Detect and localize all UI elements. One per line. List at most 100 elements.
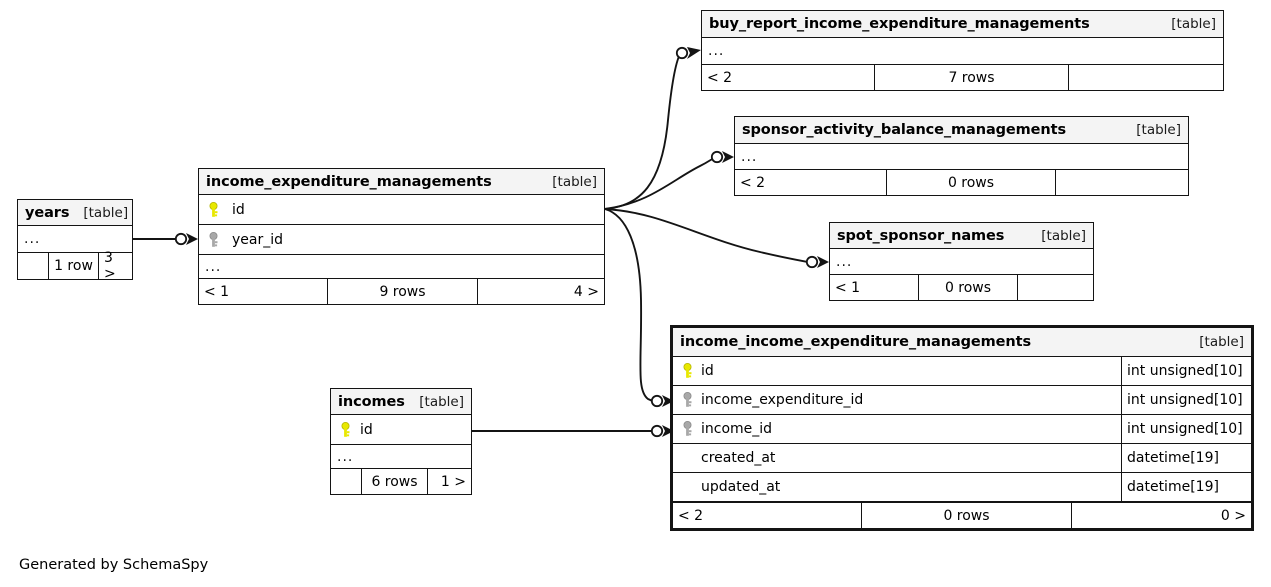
table-title: sponsor_activity_balance_managements (742, 122, 1066, 138)
primary-key-icon (206, 201, 221, 218)
footer-parents-count: < 2 (678, 507, 704, 524)
endpoint-circle (650, 424, 664, 438)
table-row[interactable]: income_expenditure_id int unsigned[10] (673, 386, 1251, 415)
table-footer: 6 rows 1 > (331, 469, 471, 494)
table-row[interactable]: year_id (199, 225, 604, 255)
column-cell: id (673, 363, 1121, 380)
edge-ie-to-spot-sponsor (604, 208, 809, 263)
primary-key-icon (338, 421, 353, 438)
table-years[interactable]: years [table] ... 1 row 3 > (17, 199, 133, 282)
table-sponsor-activity-balance-managements[interactable]: sponsor_activity_balance_managements [ta… (734, 116, 1189, 196)
table-header: buy_report_income_expenditure_management… (702, 11, 1223, 38)
column-name: id (701, 363, 714, 379)
endpoint-circle (650, 394, 664, 408)
hidden-columns-ellipsis: ... (702, 38, 1223, 65)
table-title: buy_report_income_expenditure_management… (709, 16, 1090, 32)
footer-children-count (1068, 65, 1223, 90)
table-title: incomes (338, 393, 405, 410)
table-footer: < 2 7 rows (702, 65, 1223, 90)
table-header: years [table] (18, 200, 132, 226)
table-incomes[interactable]: incomes [table] id ... 6 rows 1 > (330, 388, 472, 495)
table-header: income_income_expenditure_managements [t… (673, 328, 1251, 357)
footer-row-count: 6 rows (361, 469, 427, 494)
table-row[interactable]: updated_at datetime[19] (673, 473, 1251, 502)
table-footer: < 1 9 rows 4 > (199, 279, 604, 304)
no-key-icon (680, 479, 695, 496)
footer-children-count (1055, 170, 1188, 195)
schemaspy-credit: Generated by SchemaSpy (19, 557, 209, 573)
footer-row-count: 0 rows (861, 503, 1071, 528)
table-spot-sponsor-names[interactable]: spot_sponsor_names [table] ... < 1 0 row… (829, 222, 1094, 301)
table-header: incomes [table] (331, 389, 471, 415)
crowfoot-arrow (722, 151, 734, 163)
hidden-columns-ellipsis: ... (199, 255, 604, 279)
column-cell: income_expenditure_id (673, 392, 1121, 409)
table-type-tag: [table] (419, 393, 464, 410)
table-type-tag: [table] (1199, 334, 1244, 350)
endpoint-circle (174, 232, 188, 246)
table-footer: < 2 0 rows (735, 170, 1188, 195)
table-footer: < 1 0 rows (830, 275, 1093, 300)
column-datatype: datetime[19] (1121, 444, 1251, 472)
column-cell: income_id (673, 421, 1121, 438)
footer-parents-count (331, 469, 361, 494)
column-name: id (360, 421, 373, 438)
column-name: id (232, 201, 245, 218)
table-income-income-expenditure-managements[interactable]: income_income_expenditure_managements [t… (670, 325, 1254, 531)
table-row[interactable]: income_id int unsigned[10] (673, 415, 1251, 444)
footer-row-count: 9 rows (327, 279, 477, 304)
table-income-expenditure-managements[interactable]: income_expenditure_managements [table] i… (198, 168, 605, 305)
footer-children-count: 3 > (98, 250, 132, 282)
column-datatype: int unsigned[10] (1121, 415, 1251, 443)
column-datatype: int unsigned[10] (1121, 386, 1251, 414)
column-name: income_id (701, 421, 773, 437)
column-name: updated_at (701, 479, 781, 495)
table-row[interactable]: id (331, 415, 471, 445)
no-key-icon (680, 450, 695, 467)
footer-row-count: 1 row (48, 253, 98, 279)
table-type-tag: [table] (83, 204, 129, 221)
edge-ie-to-sponsor-activity (604, 157, 715, 210)
column-datatype: datetime[19] (1121, 473, 1251, 501)
edge-ie-to-income-income (604, 208, 653, 402)
table-type-tag: [table] (552, 173, 597, 190)
column-cell: id (199, 201, 604, 218)
hidden-columns-ellipsis: ... (735, 144, 1188, 170)
table-row[interactable]: id (199, 195, 604, 225)
table-row[interactable]: created_at datetime[19] (673, 444, 1251, 473)
column-cell: created_at (673, 450, 1121, 467)
table-title: years (25, 204, 70, 221)
endpoint-circle (710, 150, 724, 164)
column-name: year_id (232, 231, 284, 248)
footer-parents-count (18, 253, 48, 279)
crowfoot-arrow (817, 256, 829, 268)
primary-key-icon (680, 363, 695, 380)
foreign-key-icon (680, 421, 695, 438)
footer-children-count: 0 > (1071, 503, 1251, 528)
footer-row-count: 0 rows (886, 170, 1055, 195)
table-header: spot_sponsor_names [table] (830, 223, 1093, 249)
endpoint-circle (805, 255, 819, 269)
column-datatype: int unsigned[10] (1121, 357, 1251, 385)
footer-row-count: 0 rows (918, 275, 1017, 300)
table-row[interactable]: id int unsigned[10] (673, 357, 1251, 386)
table-title: spot_sponsor_names (837, 227, 1005, 244)
table-buy-report-income-expenditure-managements[interactable]: buy_report_income_expenditure_management… (701, 10, 1224, 91)
table-header: income_expenditure_managements [table] (199, 169, 604, 195)
table-title: income_expenditure_managements (206, 173, 492, 190)
footer-children-count: 1 > (427, 469, 471, 494)
footer-parents-count: < 1 (835, 279, 861, 296)
table-type-tag: [table] (1041, 227, 1086, 244)
table-footer: < 2 0 rows 0 > (673, 502, 1251, 528)
hidden-columns-ellipsis: ... (331, 445, 471, 469)
hidden-columns-ellipsis: ... (18, 226, 132, 253)
foreign-key-icon (206, 231, 221, 248)
footer-children-count: 4 > (477, 279, 604, 304)
crowfoot-arrow (687, 47, 701, 59)
footer-parents-count: < 2 (740, 174, 766, 191)
table-header: sponsor_activity_balance_managements [ta… (735, 117, 1188, 144)
column-name: created_at (701, 450, 776, 466)
table-title: income_income_expenditure_managements (680, 334, 1031, 350)
table-type-tag: [table] (1136, 122, 1181, 138)
footer-row-count: 7 rows (874, 65, 1068, 90)
